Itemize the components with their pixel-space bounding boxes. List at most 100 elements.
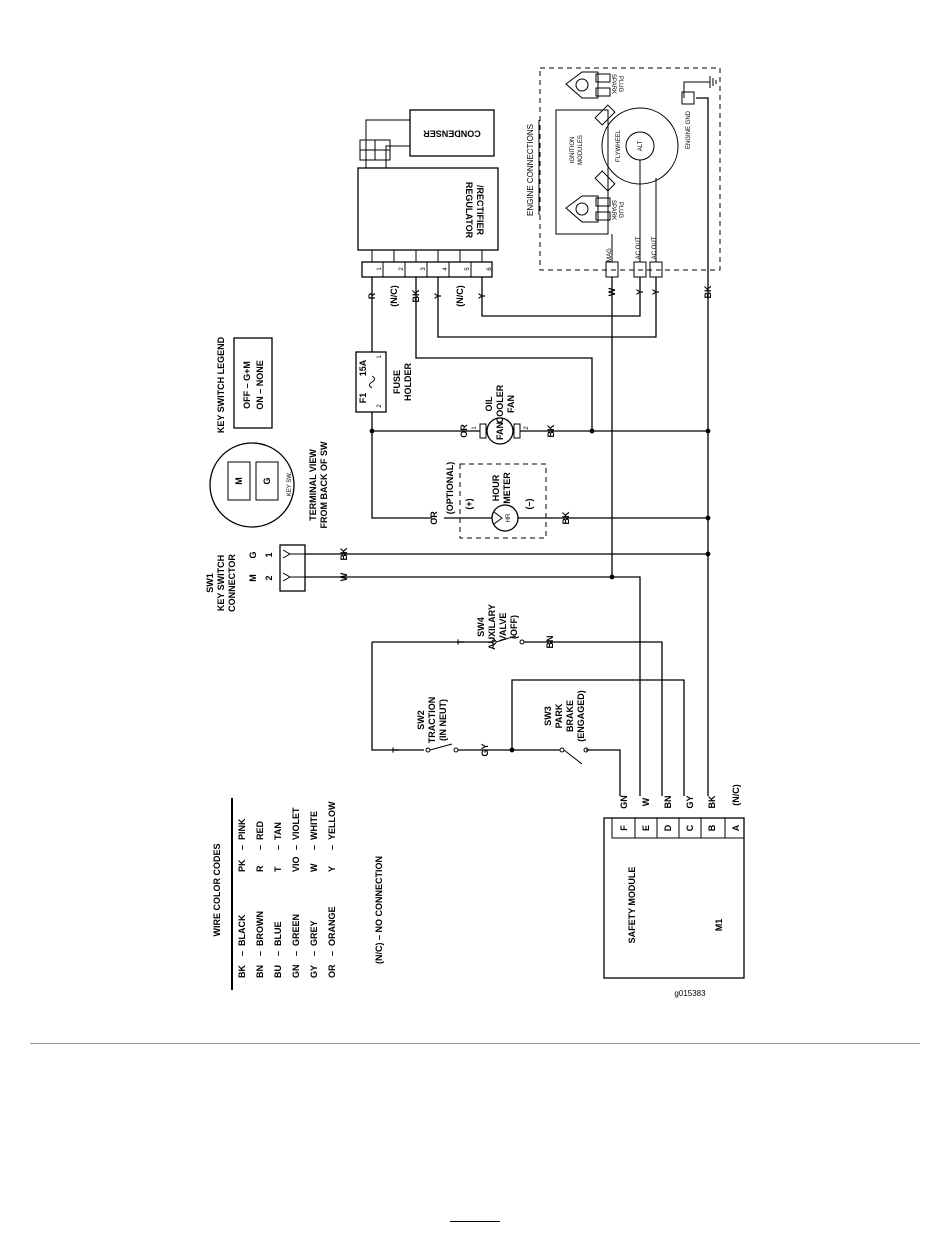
wire-code-equals: – — [327, 951, 337, 956]
regulator-pin-3: 3 — [421, 267, 427, 271]
safety-wire-E: W — [641, 797, 651, 806]
ac-out-label-1: AC OUT — [636, 236, 642, 259]
minus-label: (–) — [524, 498, 534, 509]
sw4-label-2: AUXILARY — [487, 604, 497, 650]
wire-code-name: YELLOW — [327, 801, 337, 840]
engine-wire-1: W — [607, 287, 617, 296]
wire-code-abbr: OR — [327, 964, 337, 978]
wire-code-abbr: T — [273, 866, 283, 872]
ignition-label-1: IGNITION — [570, 137, 576, 164]
fan-label: FAN — [495, 422, 505, 440]
spark-plug-top: SPARK PLUG — [565, 71, 623, 99]
terminal-view-label-1: TERMINAL VIEW — [308, 449, 318, 521]
wire-w-sw1: W — [339, 572, 349, 581]
regulator-wire-3: BK — [411, 289, 421, 302]
sw1-label-2: KEY SWITCH — [216, 555, 226, 611]
ignition-label-2: MODULES — [578, 135, 584, 165]
regulator-wire-1: R — [367, 292, 377, 299]
wire-code-abbr: BN — [255, 965, 265, 978]
sw2-traction-switch: SW2 TRACTION (IN NEUT) T GY — [391, 697, 490, 757]
sw1-key-switch-connector: SW1 KEY SWITCH CONNECTOR G 1 M 2 BK W — [205, 544, 349, 612]
rectifier-label: /RECTIFIER — [475, 185, 485, 236]
wire-code-equals: – — [327, 845, 337, 850]
wire-code-abbr: GN — [291, 965, 301, 979]
wire-code-name: WHITE — [309, 811, 319, 840]
alt-label: ALT — [638, 140, 644, 151]
oil-cooler-label-3: FAN — [506, 395, 516, 413]
sw1-g: G — [248, 551, 258, 558]
wire-code-abbr: VIO — [291, 856, 301, 872]
sw4-label-3: VALVE — [498, 613, 508, 642]
wire-code-name: BROWN — [255, 911, 265, 946]
wire-code-abbr: R — [255, 865, 265, 872]
engine-wire-4: BK — [703, 285, 713, 298]
sw3-park-brake-switch: SW3 PARK BRAKE (ENGAGED) — [543, 690, 589, 765]
wire-code-name: GREEN — [291, 914, 301, 946]
safety-pin-B: B — [707, 824, 717, 831]
wire-code-abbr: BU — [273, 965, 283, 978]
page-divider — [30, 1043, 920, 1044]
wires — [305, 97, 709, 796]
hr-label: HR — [506, 513, 512, 522]
optional-label: (OPTIONAL) — [445, 462, 455, 515]
wire-code-abbr: Y — [327, 866, 337, 872]
engine-connections: ENGINE CONNECTIONS IGNITION MODULES SPAR… — [526, 67, 721, 299]
page-number-bar — [450, 1221, 500, 1222]
wire-code-equals: – — [309, 845, 319, 850]
wire-t-sw2: T — [391, 747, 401, 753]
wire-code-equals: – — [273, 951, 283, 956]
safety-wire-D: BN — [663, 796, 673, 809]
condenser-label: CONDENSER — [423, 129, 481, 139]
oil-cooler-label-2: COOLER — [495, 384, 505, 423]
wire-code-equals: – — [309, 951, 319, 956]
safety-wire-F: GN — [619, 795, 629, 809]
legend-off: OFF – G+M — [242, 361, 252, 409]
fan-pin-1: 1 — [472, 426, 478, 430]
wire-codes-title: WIRE COLOR CODES — [212, 843, 222, 936]
sw3-label-4: (ENGAGED) — [576, 690, 586, 742]
wire-code-equals: – — [291, 951, 301, 956]
terminal-view-label-2: FROM BACK OF SW — [319, 441, 329, 528]
wire-code-name: RED — [255, 820, 265, 840]
wire-code-name: GREY — [309, 920, 319, 946]
sw1-label-3: CONNECTOR — [227, 554, 237, 612]
hour-meter: (OPTIONAL) (+) (–) HR HOUR METER OR BK — [429, 462, 571, 539]
figure-id: g015383 — [674, 989, 706, 998]
terminal-g: G — [262, 477, 272, 484]
key-sw-label: KEY SW. — [287, 471, 293, 496]
sw2-label-1: SW2 — [416, 710, 426, 730]
wire-bk-fan: BK — [546, 424, 556, 437]
fuse-pin-1: 1 — [377, 355, 383, 359]
wire-gy-sw2: GY — [480, 743, 490, 756]
sw1-label-1: SW1 — [205, 573, 215, 593]
terminal-m: M — [234, 477, 244, 485]
spark-plug-bottom: SPARK PLUG — [565, 195, 623, 223]
wire-code-equals: – — [273, 845, 283, 850]
oil-cooler-label-1: OIL — [484, 396, 494, 412]
regulator-pin-4: 4 — [443, 267, 449, 271]
regulator-pin-5: 5 — [465, 267, 471, 271]
ground-icon — [681, 76, 717, 105]
wire-code-equals: – — [255, 951, 265, 956]
engine-connections-label: ENGINE CONNECTIONS — [526, 124, 535, 216]
wire-code-name: PINK — [237, 818, 247, 840]
regulator-pin-2: 2 — [399, 267, 405, 271]
fuse-holder: F1 15A 1 2 FUSE HOLDER — [355, 351, 413, 413]
sw2-label-3: (IN NEUT) — [438, 699, 448, 741]
wire-or-hour: OR — [429, 511, 439, 525]
mag-label: MAG — [607, 248, 613, 262]
regulator-wire-2: (N/C) — [389, 285, 399, 307]
wire-bn-sw4: BN — [545, 636, 555, 649]
regulator-wire-4: Y — [433, 293, 443, 299]
fuse-f1: F1 — [358, 393, 368, 404]
engine-gnd-label: ENGINE GND — [686, 110, 692, 149]
sw4-label-1: SW4 — [476, 617, 486, 637]
regulator-pin-6: 6 — [487, 267, 493, 271]
key-switch-terminal-view: M G KEY SW. TERMINAL VIEW FROM BACK OF S… — [209, 441, 329, 529]
